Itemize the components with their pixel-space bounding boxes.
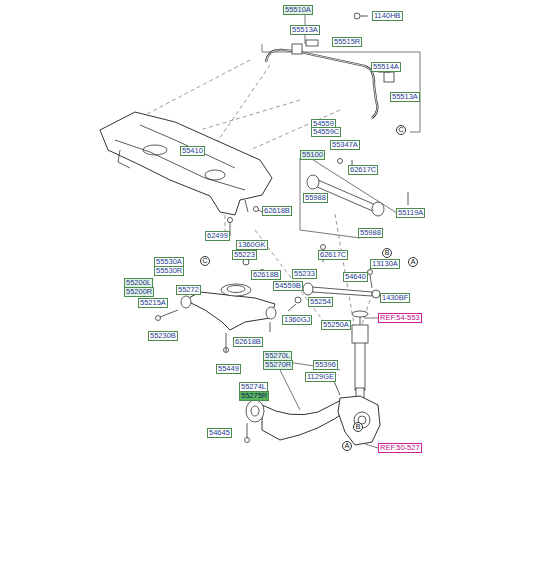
callout-number: 62618B	[251, 270, 281, 280]
circle-letter: C	[396, 125, 406, 135]
circle-letter: C	[200, 256, 210, 266]
callout-number: 55233	[292, 269, 317, 279]
reference-label: REF.50-527	[378, 443, 422, 453]
reference-label: REF.54-553	[378, 313, 422, 323]
callout-number: 55988	[358, 228, 383, 238]
callout-number: 62618B	[262, 206, 292, 216]
callout-number: 62617C	[318, 250, 348, 260]
callout-number: 55515R	[332, 37, 362, 47]
callout-number: 1360GK	[236, 240, 268, 250]
callout-number: 55514A	[371, 62, 401, 72]
callout-number: 1129GE	[305, 372, 336, 382]
selected-part-number: 55275R	[239, 391, 269, 401]
callout-number: 1140HB	[372, 11, 403, 21]
callout-number: 55396	[313, 360, 338, 370]
circle-letter: A	[408, 257, 418, 267]
callout-number: 55230B	[148, 331, 178, 341]
callout-number: 55215A	[138, 298, 168, 308]
callout-number: 62499	[205, 231, 230, 241]
callout-number: 55988	[303, 193, 328, 203]
circle-letter: A	[342, 441, 352, 451]
callout-number: 55530R	[154, 266, 184, 276]
callout-number: 55347A	[330, 140, 360, 150]
callout-number: 54640	[343, 272, 368, 282]
callout-number: 13130A	[370, 259, 400, 269]
circle-letter: B	[353, 422, 363, 432]
callout-number: 55250A	[321, 320, 351, 330]
callout-number: 1360GJ	[282, 315, 312, 325]
callout-number: 55254	[308, 297, 333, 307]
assembly-number: 55100	[300, 150, 325, 160]
callout-number: 55272	[176, 285, 201, 295]
callout-number: 54559B	[273, 281, 303, 291]
callout-number: 54559C	[311, 127, 341, 137]
callout-number: 55513A	[290, 25, 320, 35]
callout-number: 55223	[232, 250, 257, 260]
circle-letter: B	[382, 248, 392, 258]
callout-number: 55119A	[396, 208, 425, 218]
callout-number: 62617C	[348, 165, 378, 175]
assembly-number: 55270R	[263, 360, 293, 370]
assembly-number: 55200R	[124, 287, 154, 297]
callout-number: 62618B	[233, 337, 263, 347]
callout-number: 1430BF	[380, 293, 410, 303]
callout-number: 55513A	[390, 92, 420, 102]
callout-number: 55410	[180, 146, 205, 156]
callout-number: 54645	[207, 428, 232, 438]
assembly-number: 55510A	[283, 5, 313, 15]
callout-number: 55449	[216, 364, 241, 374]
